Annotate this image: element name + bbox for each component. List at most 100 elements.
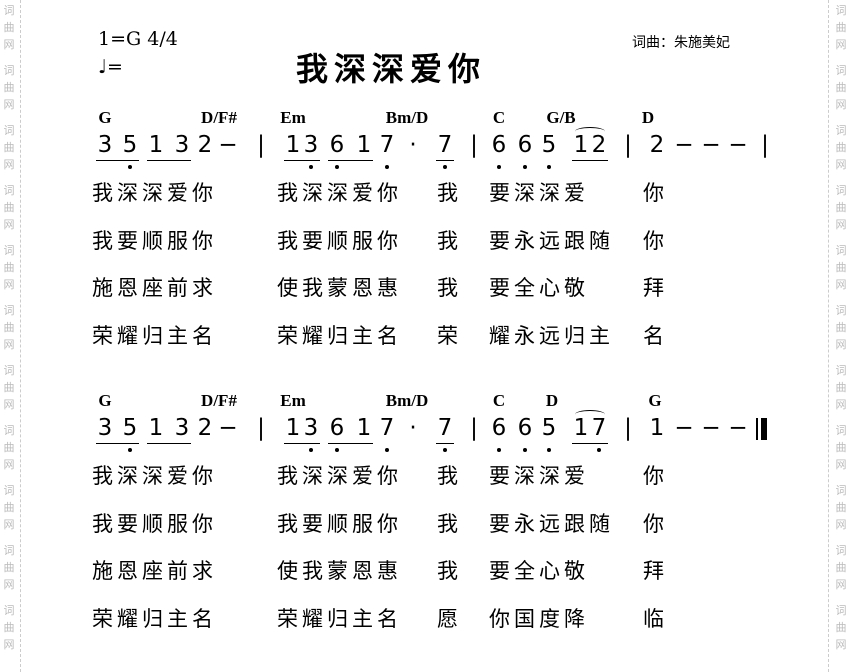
lyric-text: 我要顺服你: [92, 228, 217, 253]
dash-extension: −: [218, 132, 238, 158]
note: 2: [591, 132, 607, 158]
eighth-note-underline: [328, 160, 373, 161]
lyric-text: 要全心敬: [489, 276, 589, 301]
lyric-text: 我: [437, 181, 462, 205]
watermark-text: 词曲网: [3, 424, 15, 471]
note: 3: [303, 415, 319, 441]
song-title: 我深深爱你: [296, 50, 487, 88]
low-octave-dot: [497, 448, 501, 452]
right-margin-line: [828, 0, 829, 672]
note: 1: [285, 132, 301, 158]
watermark-text: 词曲网: [3, 364, 15, 411]
bar-line: |: [257, 132, 265, 158]
lyric-text: 耀永远归主: [489, 324, 614, 349]
low-octave-dot: [385, 165, 389, 169]
note: 3: [174, 132, 190, 158]
note: 5: [541, 415, 557, 441]
watermark-text: 词曲网: [835, 604, 847, 651]
low-octave-dot: [497, 165, 501, 169]
chord-symbol: D: [641, 108, 655, 127]
slur-mark: [575, 127, 605, 136]
bar-line: |: [470, 132, 478, 158]
note: 7: [379, 132, 395, 158]
lyric-text: 施恩座前求: [92, 276, 217, 301]
note: 6: [517, 415, 533, 441]
note: 3: [97, 132, 113, 158]
lyric-text: 我深深爱你: [277, 181, 402, 205]
low-octave-dot: [597, 448, 601, 452]
lyric-text: 我要顺服你: [277, 228, 402, 253]
eighth-note-underline: [147, 160, 191, 161]
lyric-text: 荣耀归主名: [92, 607, 217, 632]
lyric-text: 使我蒙恩惠: [277, 559, 402, 584]
dot-augmentation: ·: [409, 132, 417, 158]
chord-symbol: G: [98, 391, 112, 410]
lyric-text: 我: [437, 228, 462, 253]
low-octave-dot: [443, 448, 447, 452]
note: 5: [541, 132, 557, 158]
note: 7: [437, 415, 453, 441]
lyric-text: 拜: [643, 276, 668, 301]
chord-symbol: Bm/D: [385, 391, 429, 410]
lyric-text: 拜: [643, 559, 668, 584]
lyric-text: 荣耀归主名: [277, 607, 402, 632]
note: 6: [329, 415, 345, 441]
low-octave-dot: [128, 165, 132, 169]
slur-mark: [575, 410, 605, 419]
lyric-text: 我: [437, 276, 462, 301]
lyric-text: 你: [643, 464, 668, 488]
lyric-text: 要永远跟随: [489, 228, 614, 253]
watermark-text: 词曲网: [835, 484, 847, 531]
lyric-text: 你国度降: [489, 607, 589, 632]
low-octave-dot: [523, 448, 527, 452]
lyric-text: 我要顺服你: [277, 511, 402, 536]
chord-symbol: G: [648, 391, 662, 410]
lyric-text: 我: [437, 464, 462, 488]
low-octave-dot: [385, 448, 389, 452]
dot-augmentation: ·: [409, 415, 417, 441]
chord-symbol: D/F#: [201, 391, 237, 410]
note: 2: [197, 132, 213, 158]
watermark-text: 词曲网: [835, 244, 847, 291]
note: 5: [122, 132, 138, 158]
lyric-text: 你: [643, 228, 668, 253]
low-octave-dot: [547, 165, 551, 169]
lyric-text: 你: [643, 511, 668, 536]
watermark-text: 词曲网: [835, 364, 847, 411]
note: 6: [491, 415, 507, 441]
chord-symbol: G/B: [546, 108, 576, 127]
watermark-text: 词曲网: [3, 484, 15, 531]
lyric-text: 要深深爱: [489, 464, 589, 488]
lyric-text: 我深深爱你: [277, 464, 402, 488]
eighth-note-underline: [436, 160, 454, 161]
dash-extension: −: [701, 415, 721, 441]
eighth-note-underline: [572, 160, 608, 161]
watermark-text: 词曲网: [835, 4, 847, 51]
lyric-text: 荣耀归主名: [92, 324, 217, 349]
eighth-note-underline: [436, 443, 454, 444]
watermark-text: 词曲网: [3, 124, 15, 171]
watermark-text: 词曲网: [3, 64, 15, 111]
tempo-marking: ♩=: [98, 56, 123, 78]
dash-extension: −: [701, 132, 721, 158]
dash-extension: −: [674, 132, 694, 158]
eighth-note-underline: [147, 443, 191, 444]
watermark-text: 词曲网: [3, 4, 15, 51]
bar-line: |: [257, 415, 265, 441]
credits: 词曲：朱施美妃: [632, 35, 730, 51]
bar-line: |: [761, 132, 769, 158]
lyric-text: 我深深爱你: [92, 181, 217, 205]
low-octave-dot: [523, 165, 527, 169]
low-octave-dot: [547, 448, 551, 452]
low-octave-dot: [335, 165, 339, 169]
watermark-text: 词曲网: [3, 184, 15, 231]
note: 1: [148, 415, 164, 441]
chord-symbol: G: [98, 108, 112, 127]
dash-extension: −: [674, 415, 694, 441]
eighth-note-underline: [328, 443, 373, 444]
eighth-note-underline: [572, 443, 608, 444]
lyric-text: 要深深爱: [489, 181, 589, 205]
note: 7: [379, 415, 395, 441]
watermark-text: 词曲网: [835, 544, 847, 591]
